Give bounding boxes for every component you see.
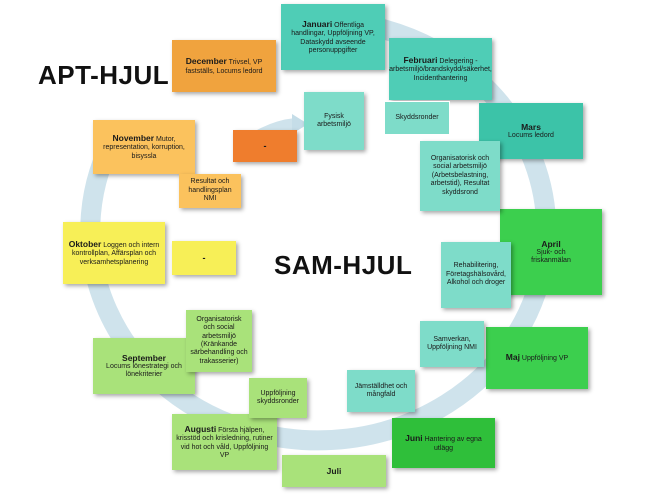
- apt-resultat-nmi: Resultat och handlingsplan NMI: [179, 174, 241, 208]
- month-juni: Juni Hantering av egna utlägg: [392, 418, 495, 468]
- month-oktober: Oktober Loggen och intern kontrollplan, …: [63, 222, 165, 284]
- month-augusti: Augusti Första hjälpen, krisstöd och kri…: [172, 414, 277, 470]
- month-november-text: Mutor, representation, korruption, bisys…: [103, 135, 185, 160]
- month-augusti-text: Första hjälpen, krisstöd och krisledning…: [176, 426, 273, 459]
- month-januari: Januari Offentliga handlingar, Uppföljni…: [281, 4, 385, 70]
- apt-rehabilitering: Rehabilitering, Företagshälsovård, Alkoh…: [441, 242, 511, 308]
- apt-rehabilitering-text: Rehabilitering, Företagshälsovård, Alkoh…: [446, 262, 506, 287]
- month-maj-text: Uppföljning VP: [521, 355, 569, 363]
- apt-organisatorisk-social-2: Organisatorisk och social arbetsmiljö (K…: [186, 310, 252, 372]
- month-januari-text: Offentliga handlingar, Uppföljning VP, D…: [291, 21, 375, 54]
- apt-uppfoljning-skyddsronder-text: Uppföljning skyddsronder: [256, 389, 300, 405]
- apt-organisatorisk-social-1: Organisatorisk och social arbetsmiljö (A…: [420, 141, 500, 211]
- month-maj-title: Maj: [505, 352, 520, 363]
- month-mars-text: Locums ledord: [508, 131, 554, 139]
- month-januari-title: Januari: [301, 18, 333, 29]
- month-mars-title: Mars: [521, 121, 541, 132]
- apt-samverkan-text: Samverkan, Uppföljning NMI: [427, 335, 477, 351]
- apt-org-social-1-text: Organisatorisk och social arbetsmiljö (A…: [430, 155, 490, 196]
- month-september-text: Locums lönestrategi och lönekriterier: [106, 362, 182, 379]
- month-december-text: Trivsel, VP fastställs, Locums ledord: [185, 59, 263, 75]
- apt-skyddsronder-text: Skyddsronder: [395, 113, 439, 121]
- month-juli-title: Juli: [326, 465, 342, 476]
- apt-dash-oktober: -: [172, 241, 236, 275]
- apt-dash-oktober-text: -: [202, 252, 206, 263]
- month-maj: Maj Uppföljning VP: [486, 327, 588, 389]
- month-april-text: Sjuk- och friskanmälan: [531, 248, 571, 265]
- apt-fysisk-arbetsmiljo: Fysisk arbetsmiljö: [304, 92, 364, 150]
- apt-org-social-2-text: Organisatorisk och social arbetsmiljö (K…: [190, 315, 248, 365]
- month-februari: Februari Delegering - arbetsmiljö/brands…: [389, 38, 492, 100]
- month-april-title: April: [541, 238, 561, 249]
- month-december-title: December: [185, 56, 227, 67]
- month-juni-text: Hantering av egna utlägg: [424, 436, 482, 452]
- apt-skyddsronder: Skyddsronder: [384, 101, 450, 135]
- month-december: December Trivsel, VP fastställs, Locums …: [172, 40, 276, 92]
- inner-ring-arrowhead: [292, 114, 308, 134]
- apt-wheel-title: APT-HJUL: [38, 60, 170, 90]
- apt-fysisk-text: Fysisk arbetsmiljö: [317, 112, 351, 128]
- month-augusti-title: Augusti: [184, 423, 217, 434]
- sam-wheel-title: SAM-HJUL: [274, 250, 413, 280]
- month-november: November Mutor, representation, korrupti…: [93, 120, 195, 174]
- apt-dash-november-text: -: [263, 140, 267, 151]
- apt-jamstalldhet-text: Jämställdhet och mångfald: [354, 382, 408, 398]
- month-april: April Sjuk- och friskanmälan: [500, 209, 602, 295]
- month-november-title: November: [112, 132, 155, 143]
- month-juni-title: Juni: [405, 433, 423, 444]
- month-juli: Juli: [282, 455, 386, 487]
- month-oktober-title: Oktober: [68, 238, 102, 249]
- month-september: September Locums lönestrategi och lönekr…: [93, 338, 195, 394]
- apt-samverkan: Samverkan, Uppföljning NMI: [420, 321, 484, 367]
- apt-resultat-nmi-text: Resultat och handlingsplan NMI: [188, 178, 232, 203]
- apt-dash-november: -: [233, 130, 297, 162]
- month-februari-text: Delegering - arbetsmiljö/brandskydd/säke…: [389, 57, 492, 82]
- apt-jamstalldhet: Jämställdhet och mångfald: [347, 370, 415, 412]
- month-februari-title: Februari: [403, 54, 438, 65]
- apt-uppfoljning-skyddsronder: Uppföljning skyddsronder: [249, 378, 307, 418]
- month-september-title: September: [122, 352, 166, 363]
- month-oktober-text: Loggen och intern kontrollplan, Affärspl…: [72, 241, 160, 266]
